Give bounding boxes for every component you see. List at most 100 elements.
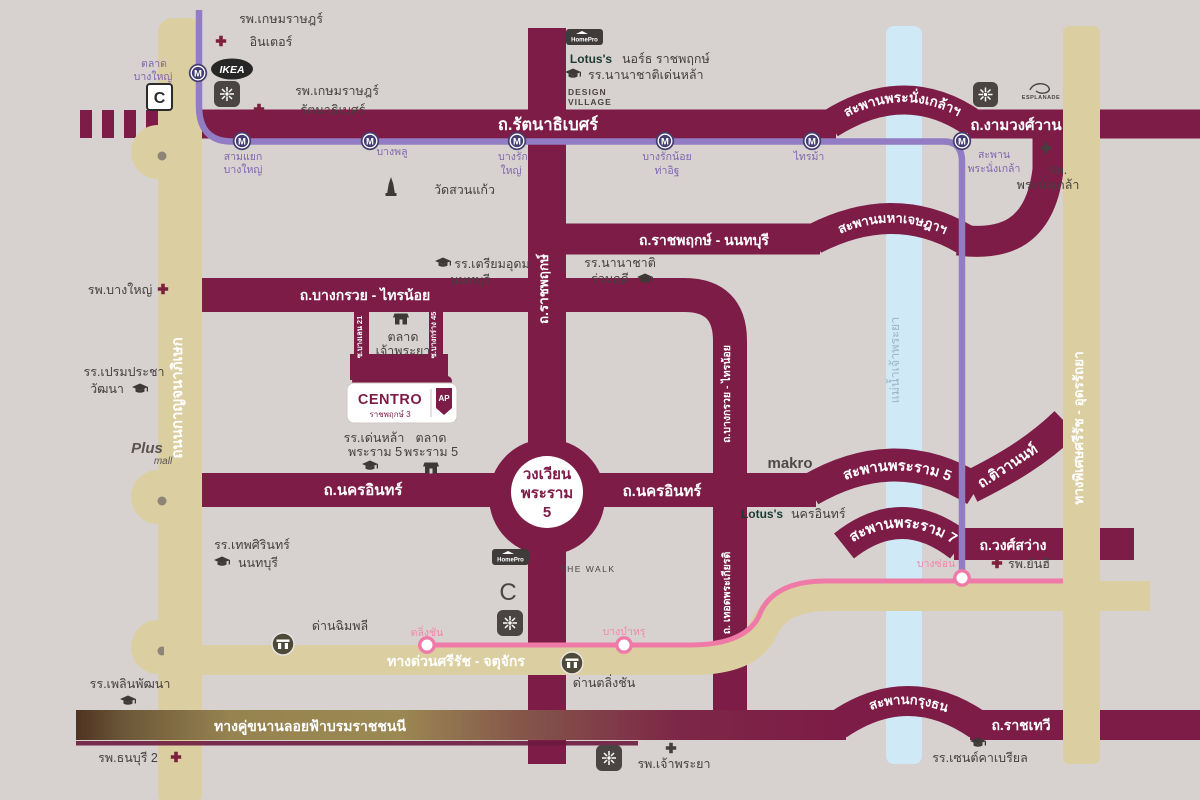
esplanade-swirl-icon bbox=[1029, 83, 1050, 94]
bridge-rama5 bbox=[801, 448, 985, 505]
road-sirat-udonratthaya bbox=[1063, 26, 1100, 764]
label-thepsirin-2: นนทบุรี bbox=[238, 556, 278, 571]
label-lotus-north: นอร์ธ ราชพฤกษ์ bbox=[622, 52, 710, 66]
station-label-bangbamru: บางบำหรุ bbox=[603, 626, 646, 638]
central-flower-icon-mid bbox=[502, 615, 518, 631]
mrt-station-icon-bangraknoi bbox=[655, 131, 675, 151]
station-label-samyaek-1: สามแยก bbox=[224, 151, 263, 163]
label-yanhee: รพ.ยันฮี bbox=[1008, 557, 1050, 571]
crystal-logo: C bbox=[499, 579, 516, 606]
centro-brand-text: CENTRO bbox=[358, 392, 422, 408]
esplanade-logo: ESPLANADE bbox=[1022, 83, 1060, 101]
uturn-dot-2 bbox=[157, 496, 167, 506]
label-denla-rama5-1: รร.เด่นหล้า bbox=[344, 431, 405, 445]
label-talat-rama5-1: ตลาด bbox=[416, 431, 447, 445]
plusmall-logo: Plus mall bbox=[131, 440, 173, 467]
ap-logo-shape bbox=[436, 388, 452, 415]
mrt-station-icon-samyaek-bangyai bbox=[232, 131, 252, 151]
label-chaophraya-hospital: รพ.เจ้าพระยา bbox=[637, 757, 710, 771]
label-ngamwongwan: ถ.งามวงศ์วาน bbox=[970, 116, 1062, 134]
central-westgate-logo bbox=[214, 81, 240, 107]
label-denla-inter: รร.นานาชาติเด่นหล้า bbox=[588, 68, 704, 82]
label-wat-suankaew: วัดสวนแก้ว bbox=[434, 183, 495, 197]
label-bangyai-hospital: รพ.บางใหญ่ bbox=[88, 283, 152, 297]
plusmall-text-2: mall bbox=[154, 456, 173, 467]
centro-project-text: ราชพฤกษ์ 3 bbox=[369, 409, 411, 419]
design-village-line1: DESIGN bbox=[568, 87, 607, 97]
label-rattanathibet: ถ.รัตนาธิเบศร์ bbox=[498, 115, 598, 134]
talat-bangyai-logo-letter: C bbox=[154, 90, 166, 107]
label-stgabriel: รร.เซนต์คาเบรียล bbox=[932, 751, 1028, 765]
label-prempracha-2: วัฒนา bbox=[90, 382, 124, 396]
uturn-loop-1 bbox=[131, 125, 185, 179]
pink-station-icon-bangbamru bbox=[615, 636, 633, 654]
expressway-pink-line bbox=[427, 578, 1063, 648]
station-label-talingchan: ตลิ่งชัน bbox=[411, 625, 444, 639]
central-westgate-flower-icon bbox=[219, 86, 235, 102]
label-kasem-rattana-2: รัตนาธิเบศร์ bbox=[301, 103, 366, 117]
road-borommaratchachonnani bbox=[76, 710, 846, 740]
station-label-talat-bangyai-1: ตลาด bbox=[141, 58, 167, 70]
talat-bangyai-market-logo: C bbox=[146, 83, 173, 111]
label-wongsawang: ถ.วงศ์สว่าง bbox=[979, 537, 1046, 553]
bridge-rama7 bbox=[834, 507, 970, 559]
mrt-station-icon-bangrakyai bbox=[507, 131, 527, 151]
market-icon-chaophraya bbox=[393, 313, 409, 325]
label-bangkruai-vertical: ถ.บางกรวย - ไทรน้อย bbox=[720, 345, 733, 443]
homepro-logo-bg-2 bbox=[492, 549, 529, 565]
label-triamudom-1: รร.เตรียมอุดม bbox=[454, 257, 529, 272]
homepro-logo-bg bbox=[566, 29, 603, 45]
label-kanchanaphisek: ถนนกาญจนาภิเษก bbox=[168, 337, 186, 458]
label-toll-talingchan: ด่านตลิ่งชัน bbox=[573, 674, 636, 690]
label-talat-rama5-2: พระราม 5 bbox=[404, 445, 458, 459]
bridge-phranangklao bbox=[822, 85, 983, 137]
label-kasem-inter-1: รพ.เกษมราษฎร์ bbox=[239, 12, 323, 26]
mrt-station-icon-saima bbox=[802, 131, 822, 151]
road-ratchaphruek-ngamwongwan-link bbox=[956, 136, 1064, 257]
roundabout-line2: พระราม bbox=[521, 485, 573, 502]
road-soi-bangkrang bbox=[429, 306, 443, 362]
toll-icon-talingchan bbox=[560, 651, 584, 675]
station-label-phranangklao-1: สะพาน bbox=[978, 149, 1010, 161]
label-phranangklao-hosp-2: พระนั่งเกล้า bbox=[1017, 176, 1080, 192]
label-nakhon-in-west: ถ.นครอินทร์ bbox=[324, 481, 404, 499]
esplanade-logo-text: ESPLANADE bbox=[1022, 95, 1060, 101]
label-ruamrudee-1: รร.นานาชาติ bbox=[584, 256, 656, 270]
label-prempracha-1: รร.เปรมประชา bbox=[84, 365, 165, 379]
homepro-roof-icon-2 bbox=[502, 551, 514, 554]
homepro-logo-text-2: HomePro bbox=[497, 558, 524, 564]
label-denla-rama5-2: พระราม 5 bbox=[348, 445, 402, 459]
homepro-logo-text: HomePro bbox=[571, 38, 598, 44]
label-lotus-nakhonin: นครอินทร์ bbox=[791, 507, 846, 521]
market-icon-rama5 bbox=[423, 462, 439, 474]
label-ratchaphruek-nonthaburi: ถ.ราชพฤกษ์ - นนทบุรี bbox=[639, 232, 769, 249]
station-label-phranangklao-2: พระนั่งเกล้า bbox=[968, 161, 1021, 175]
bridge-mahachesada bbox=[806, 203, 972, 253]
uturn-loop-2 bbox=[131, 470, 185, 524]
station-label-bangrakyai-2: ใหญ่ bbox=[501, 164, 522, 177]
label-soi-bangkrang: ซ.บางกร่าง 45 bbox=[429, 312, 438, 359]
road-sirat-chatuchak bbox=[164, 581, 1150, 675]
maroon-roads bbox=[80, 28, 1200, 764]
mrt-purple-line bbox=[195, 10, 966, 574]
label-toll-chimphli: ด่านฉิมพลี bbox=[312, 619, 368, 633]
centro-project-marker: CENTRO ราชพฤกษ์ 3 AP bbox=[346, 376, 458, 424]
homepro-logo-bottom: HomePro bbox=[492, 549, 529, 565]
road-borom-underline bbox=[76, 741, 638, 746]
pink-station-icon-talingchan bbox=[418, 636, 436, 654]
station-label-talat-bangyai-2: บางใหญ่ bbox=[134, 70, 173, 83]
lotus-logo-nakhonin: Lotus's bbox=[741, 507, 784, 521]
central-flower-icon-topright bbox=[977, 86, 994, 103]
uturn-dot-1 bbox=[157, 151, 167, 161]
centro-box bbox=[346, 382, 458, 424]
label-river: แม่น้ำเจ้าพระยา bbox=[885, 317, 902, 404]
toll-icon-chimphli bbox=[271, 632, 295, 656]
label-kasem-rattana-1: รพ.เกษมราษฎร์ bbox=[295, 84, 379, 98]
design-village-line2: VILLAGE bbox=[568, 97, 612, 107]
road-kanchanaphisek bbox=[158, 18, 202, 800]
station-label-bangraknoi-1: บางรักน้อย bbox=[642, 151, 691, 163]
label-thonburi2: รพ.ธนบุรี 2 bbox=[98, 751, 158, 766]
roundabout-line3: 5 bbox=[543, 504, 551, 521]
